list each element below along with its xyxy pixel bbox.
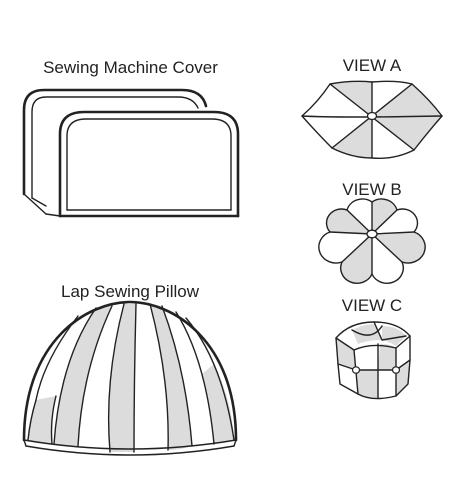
view-c-label: VIEW C	[341, 296, 403, 315]
view-a-label: VIEW A	[342, 56, 402, 75]
view-c-drawing	[335, 321, 411, 400]
lap-sewing-pillow-drawing	[22, 300, 238, 456]
view-a-drawing	[301, 80, 443, 160]
sewing-machine-cover-label: Sewing Machine Cover	[43, 58, 218, 77]
lap-sewing-pillow-label: Lap Sewing Pillow	[61, 282, 199, 301]
sewing-machine-cover-drawing	[22, 88, 240, 218]
view-b-label: VIEW B	[342, 180, 402, 199]
view-b-drawing	[318, 198, 426, 284]
